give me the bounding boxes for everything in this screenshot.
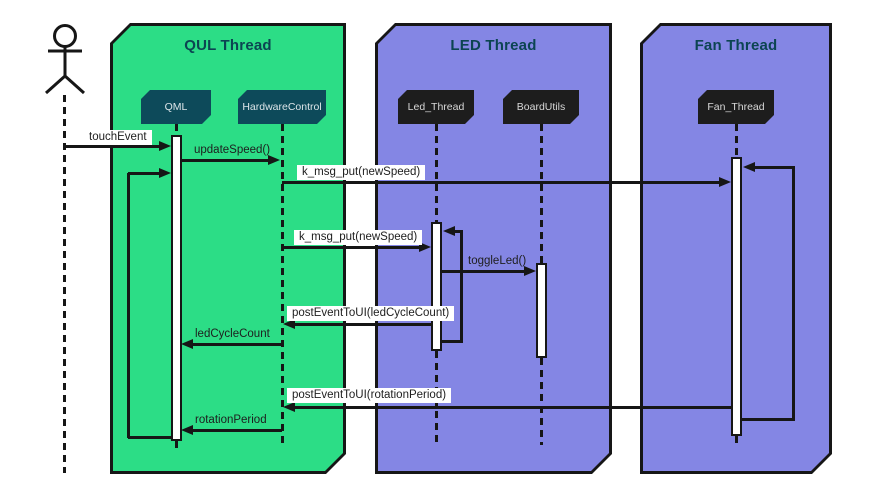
msg-touchevent-label: touchEvent — [84, 130, 152, 145]
msg-kmsgput-fan-line — [282, 180, 720, 184]
fan-loop-top — [755, 165, 793, 169]
participant-led-thread: Led_Thread — [398, 90, 474, 124]
fan-thread-lifeline-bottom — [734, 436, 738, 446]
qml-lifeline-top — [174, 124, 178, 136]
led-loop-top — [455, 229, 462, 233]
qml-activation-bar — [170, 135, 182, 441]
msg-kmsgput-fan-label: k_msg_put(newSpeed) — [297, 165, 426, 180]
msg-toggleled-label: toggleLed() — [468, 255, 527, 267]
msg-kmsgput-led-arrowhead-icon — [418, 241, 431, 252]
participant-qml-label: QML — [164, 101, 188, 113]
boardutils-lifeline-bottom — [539, 358, 543, 445]
boardutils-lifeline-top — [539, 124, 543, 263]
participant-fan-thread: Fan_Thread — [698, 90, 774, 124]
hardwarecontrol-lifeline — [280, 124, 284, 446]
qml-loop-top — [128, 171, 159, 175]
boardutils-activation-bar — [535, 263, 547, 358]
msg-rotationperiod-arrowhead-icon — [181, 424, 193, 435]
msg-updatespeed-line — [181, 158, 269, 162]
led-loop-bottom — [441, 339, 462, 343]
participant-led-thread-label: Led_Thread — [407, 101, 465, 113]
msg-kmsgput-fan-arrowhead-icon — [718, 176, 731, 187]
participant-qml: QML — [141, 90, 211, 124]
msg-postevent-rotationperiod-label: postEventToUI(rotationPeriod) — [287, 388, 452, 403]
led-thread-activation-bar — [430, 222, 442, 351]
fan-loop-vertical — [791, 165, 795, 421]
qml-loop-vertical — [126, 173, 130, 438]
participant-fan-thread-label: Fan_Thread — [707, 101, 765, 113]
led-loop-arrowhead-icon — [443, 225, 455, 236]
fan-thread-lifeline-top — [734, 124, 738, 157]
msg-rotationperiod-label: rotationPeriod — [195, 414, 267, 426]
qml-loop-bottom — [128, 435, 172, 439]
msg-postevent-ledcyclecount-label: postEventToUI(ledCycleCount) — [287, 306, 455, 321]
msg-kmsgput-led-label: k_msg_put(newSpeed) — [294, 230, 423, 245]
msg-updatespeed-arrowhead-icon — [268, 154, 280, 165]
qml-loop-arrowhead-icon — [158, 167, 171, 178]
msg-toggleled-line — [441, 269, 524, 273]
participant-hardwarecontrol-label: HardwareControl — [242, 101, 322, 113]
qml-lifeline-bottom — [174, 441, 178, 453]
participant-hardwarecontrol: HardwareControl — [238, 90, 326, 124]
msg-ledcyclecount-label: ledCycleCount — [195, 328, 270, 340]
msg-ledcyclecount-arrowhead-icon — [181, 338, 193, 349]
fan-loop-arrowhead-icon — [743, 161, 755, 172]
fan-thread-title: Fan Thread — [694, 37, 778, 54]
actor-icon — [44, 24, 86, 95]
msg-rotationperiod-line — [193, 428, 282, 432]
participant-boardutils-label: BoardUtils — [516, 101, 566, 113]
actor-lifeline — [62, 95, 66, 473]
qul-thread-title: QUL Thread — [184, 37, 272, 54]
msg-kmsgput-led-line — [282, 245, 419, 249]
msg-updatespeed-label: updateSpeed() — [194, 144, 271, 156]
msg-postevent-rotationperiod-arrowhead-icon — [283, 401, 295, 412]
msg-ledcyclecount-line — [193, 342, 282, 346]
led-thread-lifeline-top — [434, 124, 438, 222]
msg-postevent-ledcyclecount-line — [295, 322, 431, 326]
msg-touchevent-arrowhead-icon — [158, 140, 171, 151]
led-loop-vertical — [459, 229, 463, 343]
led-thread-title: LED Thread — [450, 37, 537, 54]
msg-touchevent-line — [64, 144, 160, 148]
participant-boardutils: BoardUtils — [503, 90, 579, 124]
fan-thread-activation-bar — [730, 157, 742, 436]
fan-loop-bottom — [741, 417, 793, 421]
msg-toggleled-arrowhead-icon — [523, 265, 536, 276]
msg-postevent-rotationperiod-line — [295, 405, 731, 409]
msg-postevent-ledcyclecount-arrowhead-icon — [283, 318, 295, 329]
